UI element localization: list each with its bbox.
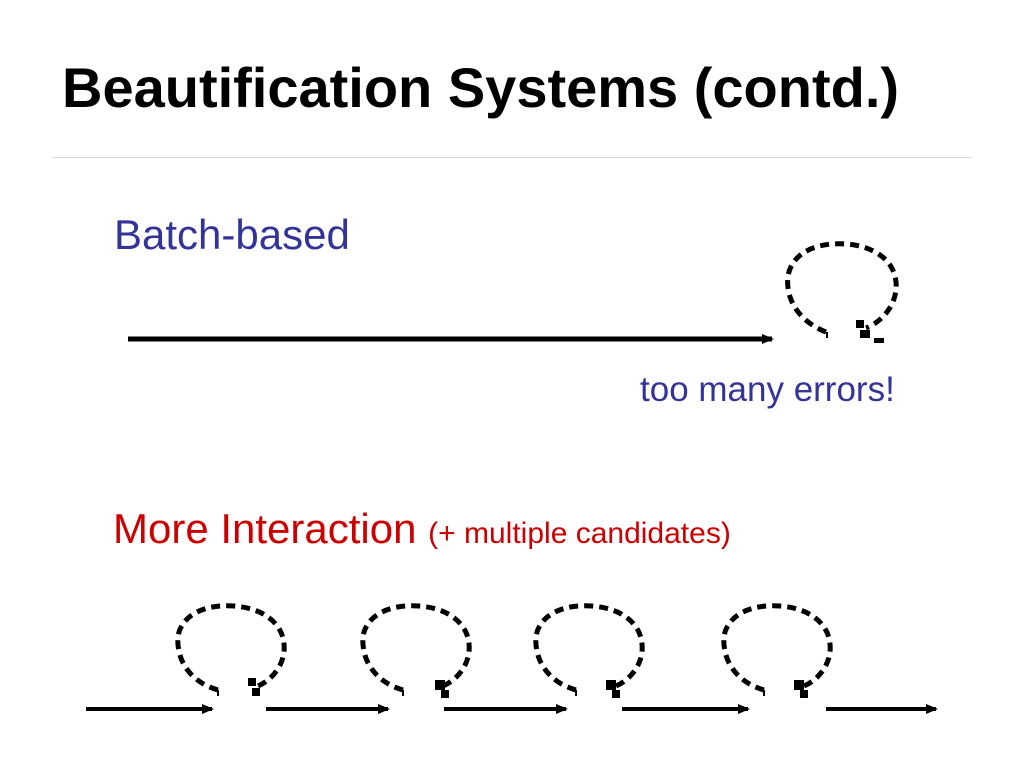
more-interaction-heading: More Interaction (+ multiple candidates) <box>113 508 731 550</box>
interaction-loop-icon-1 <box>175 603 287 696</box>
interaction-loop-icon-4 <box>721 603 833 698</box>
title-divider <box>52 157 972 158</box>
interaction-loop-icon-2 <box>360 603 472 698</box>
interaction-loop-icon-3 <box>533 603 645 698</box>
more-interaction-label: More Interaction <box>113 505 417 552</box>
batch-loop-icon <box>785 241 899 343</box>
batch-based-heading: Batch-based <box>114 211 350 258</box>
multiple-candidates-note: (+ multiple candidates) <box>428 517 731 550</box>
too-many-errors-note: too many errors! <box>640 370 895 409</box>
slide-title: Beautification Systems (contd.) <box>62 56 900 119</box>
